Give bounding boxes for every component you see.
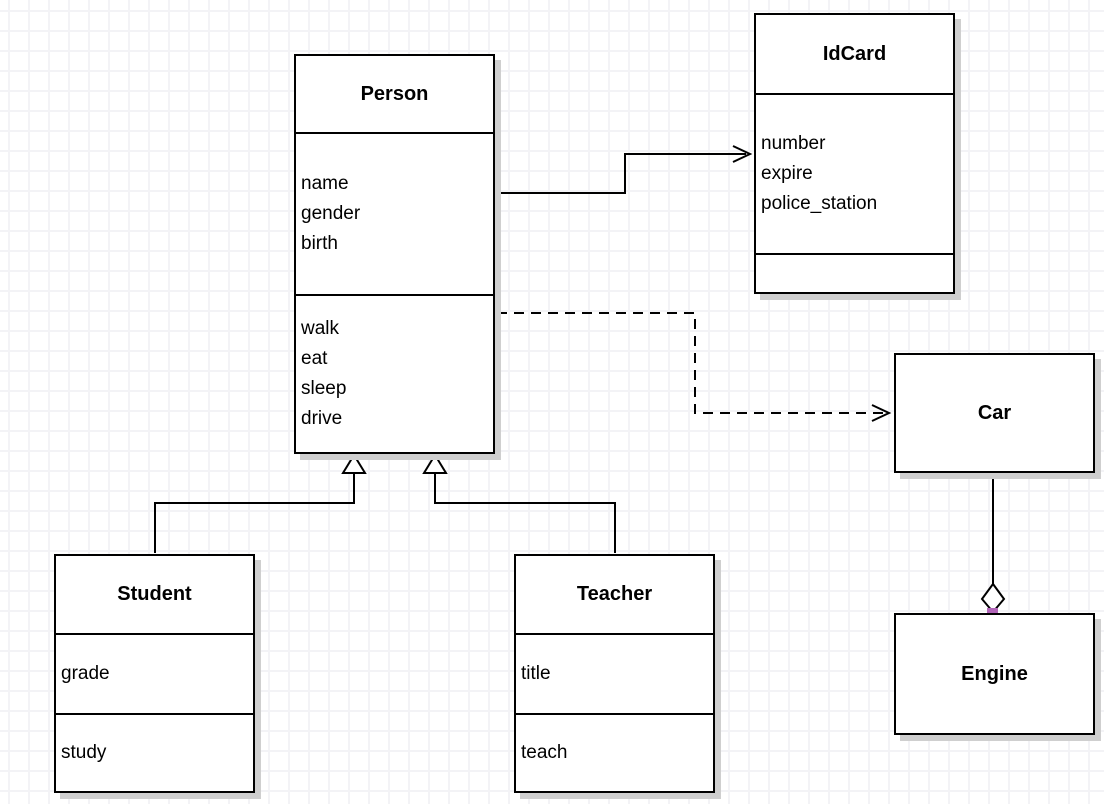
connector-line [434,474,616,553]
generalization-teacher-person[interactable] [422,453,616,553]
connector-line [154,474,355,553]
attributes-section: grade [56,633,253,713]
class-title: Person [360,82,429,105]
class-student[interactable]: Student grade study [54,554,255,793]
attribute: number [761,133,826,154]
attributes-section: number expire police_station [756,93,953,253]
class-engine[interactable]: Engine [894,613,1095,735]
association-person-idcard[interactable] [495,145,753,194]
open-arrow-icon [732,145,753,163]
methods-section: teach [516,713,713,791]
hollow-triangle-icon [422,453,448,474]
hollow-triangle-icon [341,453,367,474]
class-title: IdCard [822,42,887,65]
methods-section: walk eat sleep drive [296,294,493,452]
attribute: birth [301,233,338,254]
connector-line [495,153,746,194]
attribute: grade [61,663,110,684]
method: drive [301,408,343,429]
methods-section: study [56,713,253,791]
method: study [61,742,107,763]
attribute: police_station [761,193,878,214]
aggregation-car-engine[interactable] [980,468,1006,619]
connector-line [497,312,884,414]
attribute: name [301,173,349,194]
class-title: Engine [961,662,1028,685]
method: walk [301,318,340,339]
attributes-section: name gender birth [296,132,493,294]
generalization-student-person[interactable] [154,453,367,553]
attribute: title [521,663,551,684]
class-person[interactable]: Person name gender birth walk eat sleep … [294,54,495,454]
attribute: gender [301,203,361,224]
class-title: Student [117,583,192,605]
class-idcard[interactable]: IdCard number expire police_station [754,13,955,294]
class-title: Teacher [576,583,653,605]
class-title: Car [977,401,1012,424]
open-arrow-icon [871,404,892,422]
attribute: expire [761,163,813,184]
methods-section [756,253,953,292]
method: sleep [301,378,347,399]
class-teacher[interactable]: Teacher title teach [514,554,715,793]
dependency-person-car[interactable] [497,312,892,422]
method: eat [301,348,328,369]
hollow-diamond-icon [980,582,1006,614]
class-car[interactable]: Car [894,353,1095,473]
attributes-section: title [516,633,713,713]
method: teach [521,742,568,763]
